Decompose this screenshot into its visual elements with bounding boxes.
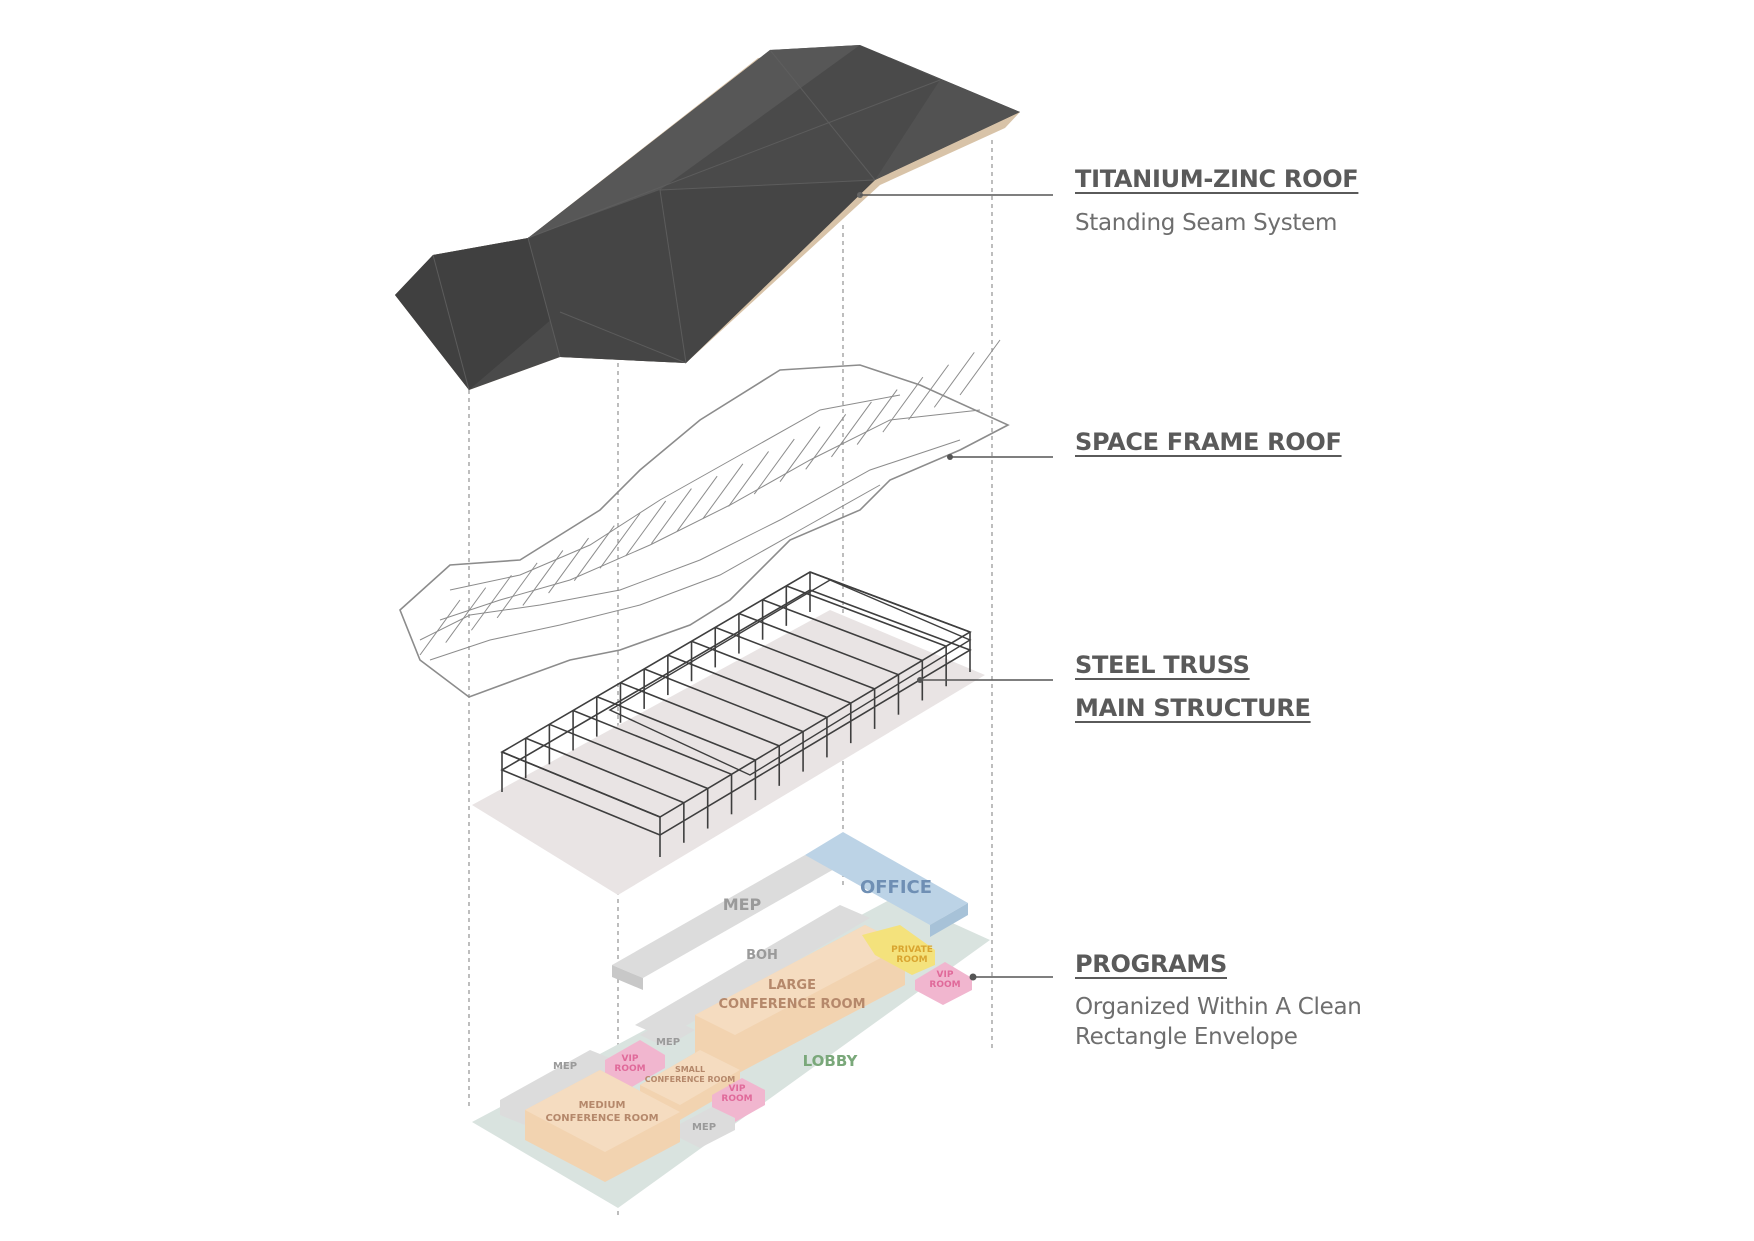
space-frame-rib [805,413,847,470]
steel-truss-title-line2: MAIN STRUCTURE [1075,694,1311,722]
vip-right-label-2: ROOM [929,980,960,990]
space-frame-rib [496,562,538,619]
vip-room-left [605,1040,665,1088]
office-label: OFFICE [860,877,932,898]
space-frame-rib [573,525,615,582]
vip-mid-label-1: VIP [729,1084,746,1094]
medium-conf-label-1: MEDIUM [579,1100,626,1111]
vip-right-label-1: VIP [937,970,954,980]
truss-beam [714,626,875,690]
private-room [862,925,935,975]
truss-beam [786,585,947,647]
steel-truss-structure [500,571,972,857]
large-conf-label-2: CONFERENCE ROOM [719,997,866,1012]
truss-beam [762,598,923,662]
truss-beam [501,751,661,818]
office-room [805,832,968,925]
space-frame-rib [856,389,898,445]
space-frame-rib [522,550,564,606]
space-frame-rib [548,537,589,594]
mep-label-left: MEP [553,1061,577,1072]
space-frame-rib [445,587,487,643]
roof-subtitle: Standing Seam System [1075,210,1338,236]
programs-subtitle-line2: Rectangle Envelope [1075,1024,1298,1050]
private-label-1: PRIVATE [891,945,933,955]
large-conf-label-1: LARGE [768,978,816,993]
space-frame-rib [599,513,641,569]
truss-beam [643,668,804,733]
small-conf-label-2: CONFERENCE ROOM [645,1075,736,1084]
truss-columns [501,572,971,857]
space-frame-rib [702,463,744,520]
steel-truss-title-line1: STEEL TRUSS [1075,651,1250,679]
space-frame-rib [933,352,975,408]
space-frame-rib [831,401,872,458]
vip-left-label-1: VIP [622,1054,639,1064]
truss-beam [572,709,732,776]
space-frame-rib [882,376,924,433]
leader-lines [860,194,1053,978]
space-frame-roof [399,339,1010,698]
space-frame-rib [959,339,1001,396]
truss-beam [809,571,971,633]
space-frame-title: SPACE FRAME ROOF [1075,428,1342,456]
truss-beam [549,723,708,790]
roof-title: TITANIUM-ZINC ROOF [1075,165,1359,193]
space-frame-rib [753,438,795,495]
truss-beam [667,654,828,719]
vip-room-mid [712,1078,765,1122]
private-label-2: ROOM [896,955,927,965]
programs-title: PROGRAMS [1075,950,1227,978]
projection-guides [468,140,993,1215]
truss-beam [596,695,756,761]
titanium-zinc-roof [395,45,1020,391]
space-frame-rib [419,599,461,656]
truss-beam [691,640,852,704]
truss-beam [525,737,685,804]
space-frame-ribs [419,339,1001,656]
space-frame-rib [651,488,692,544]
programs-layer: OFFICE MEP BOH LARGE CONFERENCE ROOM PRI… [472,832,990,1208]
space-frame-rib [728,451,769,507]
space-frame-rib [779,426,821,482]
programs-subtitle-line1: Organized Within A Clean [1075,994,1362,1020]
boh-label: BOH [746,948,778,963]
truss-beam [620,682,780,747]
medium-conf-label-2: CONFERENCE ROOM [545,1113,658,1124]
mep-label-bottom: MEP [692,1122,716,1133]
truss-beam [738,612,899,676]
vip-mid-label-2: ROOM [721,1094,752,1104]
mep-label-mid: MEP [656,1037,680,1048]
mep-label-top: MEP [723,895,762,914]
space-frame-rib [908,364,949,421]
vip-room-right [915,962,972,1005]
lobby-label: LOBBY [803,1052,859,1070]
space-frame-rib [625,500,667,557]
space-frame-rib [676,475,718,532]
vip-left-label-2: ROOM [614,1064,645,1074]
space-frame-rib [471,574,512,631]
truss-beams [501,571,971,818]
small-conf-label-1: SMALL [675,1065,705,1074]
